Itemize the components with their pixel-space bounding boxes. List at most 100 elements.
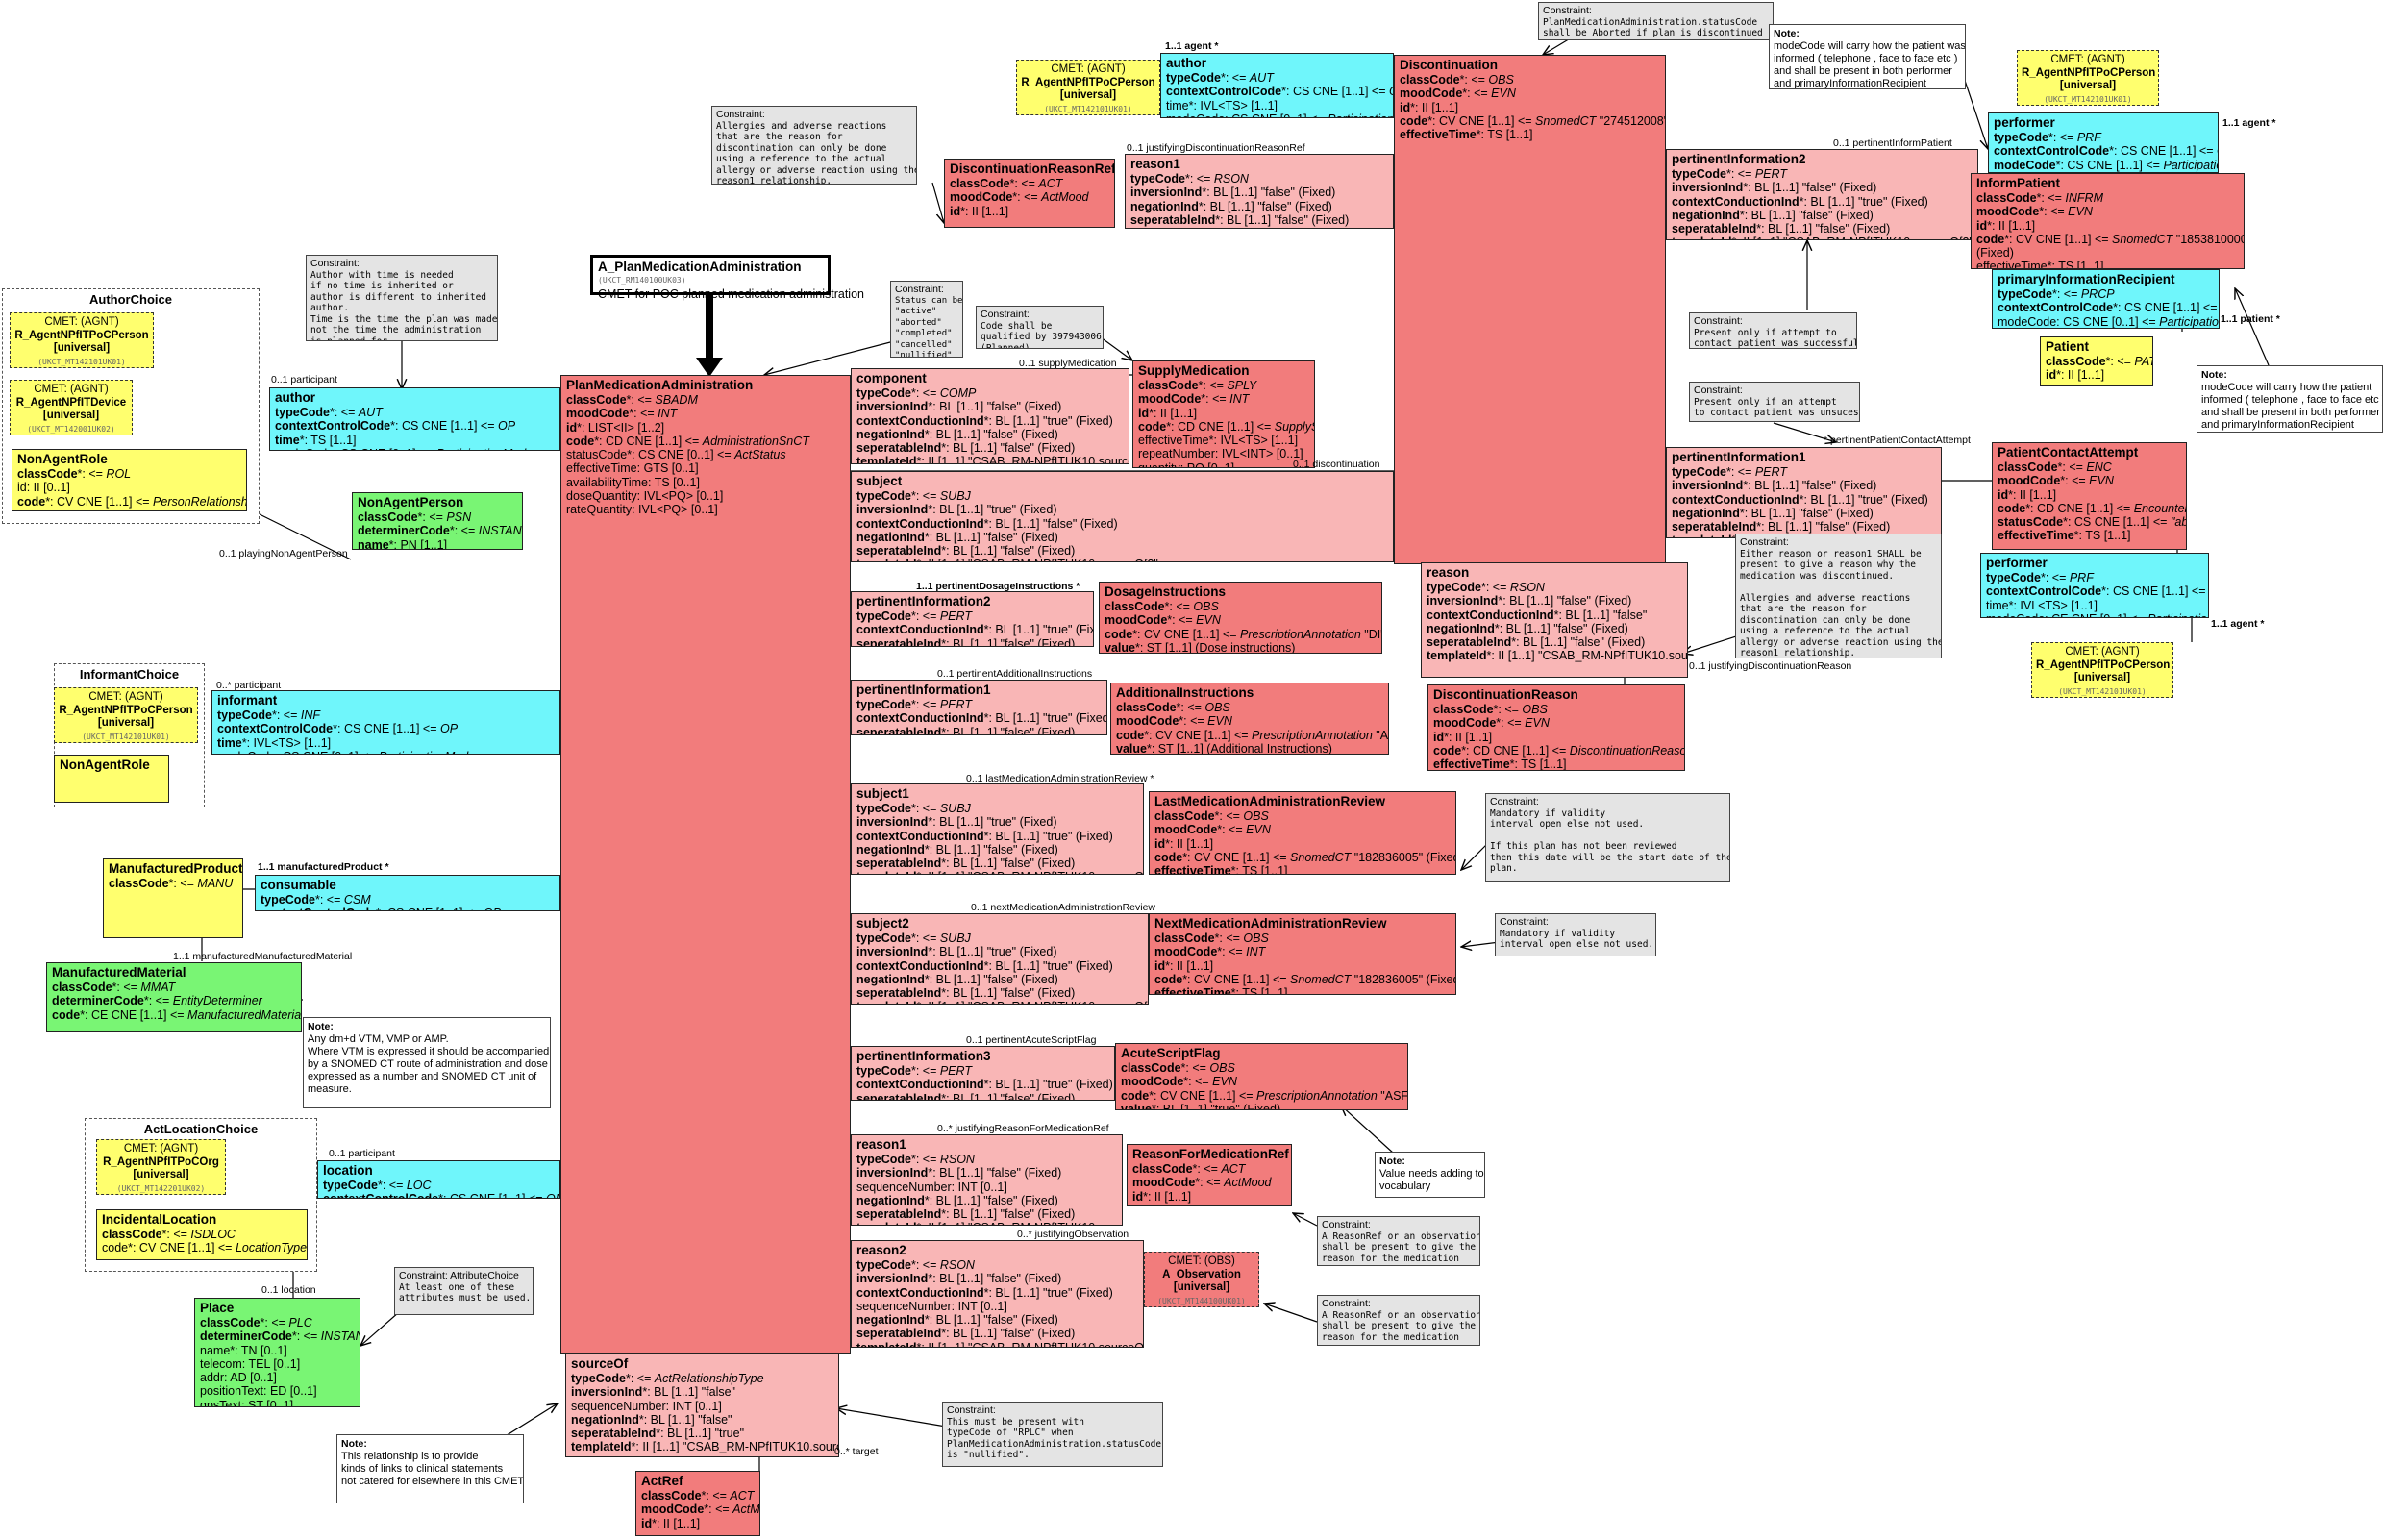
class-attribute: seperatableInd*: BL [1..1] "false" (Fixe…	[856, 1327, 1076, 1341]
class-attribute: negationInd*: BL [1..1] "false" (Fixed)	[856, 1313, 1058, 1328]
class-attribute: inversionInd*: BL [1..1] "false" (Fixed)	[856, 1272, 1062, 1286]
class-attribute: doseQuantity: IVL<PQ> [0..1]	[566, 489, 724, 504]
class-attribute: determinerCode*: <= INSTANCE	[358, 524, 522, 538]
class-attribute: typeCode*: <= SUBJ	[856, 931, 971, 945]
class-attribute: time*: IVL<TS> [1..1]	[1166, 98, 1278, 112]
cmet-line: (UKCT_MT142101UK01)	[2044, 94, 2132, 104]
class-attribute: negationInd*: BL [1..1] "false" (Fixed)	[856, 427, 1058, 441]
class-attribute: templateId*: II [1..1] "CSAB_RM-NPfITUK1…	[856, 870, 1143, 874]
cmet-line: R_AgentNPfITPoCPerson	[59, 704, 193, 716]
class-attribute: typeCode*: <= RSON	[856, 1258, 975, 1272]
class-attribute: time*: TS [1..1]	[275, 433, 357, 447]
class-attribute: templateId*: II [1..1] "CSAB_RM-NPfITUK1…	[571, 1440, 838, 1454]
class-title: pertinentInformation1	[1672, 450, 1806, 464]
class-attribute: templateId*: II [1..1] "CSAB_RM-NPfITUK1…	[856, 1221, 1122, 1225]
class-attribute: id*: II [1..1]	[1433, 730, 1493, 744]
note-n-modecode: Note:modeCode will carry how the patient…	[1769, 24, 1966, 89]
class-attribute: classCode*: <= OBS	[1116, 701, 1230, 714]
cmet-line: (UKCT_MT144100UK01)	[1157, 1296, 1246, 1305]
class-attribute: contextConductionInd*: BL [1..1] "true" …	[1672, 194, 1928, 209]
class-title: InformPatient	[1976, 176, 2061, 190]
note-header: Constraint:	[1543, 5, 1592, 16]
relationship-label: 0..* justifyingReasonForMedicationRef	[937, 1123, 1109, 1134]
class-attribute: code*: CV CNE [1..1] <= PrescriptionAnno…	[1121, 1088, 1408, 1103]
class-attribute: typeCode*: <= PERT	[856, 609, 972, 623]
class-attribute: id*: II [1..1]	[2046, 368, 2105, 383]
relationship-label: 0..1 pertinentAcuteScriptFlag	[966, 1034, 1097, 1046]
class-attribute: contextConductionInd*: BL [1..1] "false"…	[856, 516, 1118, 531]
class-attribute: typeCode*: <= CSM	[261, 893, 371, 907]
class-attribute: sequenceNumber: INT [0..1]	[856, 1180, 1007, 1194]
relationship-label: 0..1 participant	[271, 374, 337, 385]
class-attribute: inversionInd*: BL [1..1] "false" (Fixed)	[1130, 186, 1336, 200]
class-attribute: repeatNumber: IVL<INT> [0..1]	[1138, 447, 1303, 461]
class-attribute: negationInd*: BL [1..1] "false" (Fixed)	[1427, 621, 1628, 635]
cmet-c6: CMET: (AGNT)R_AgentNPfITPoCPerson[univer…	[2017, 50, 2159, 106]
class-attribute: effectiveTime: GTS [0..1]	[566, 461, 699, 476]
class-attribute: typeCode*: <= AUT	[1166, 71, 1274, 85]
cmet-line: R_AgentNPfITPoCPerson	[2022, 66, 2156, 79]
cmet-c4: CMET: (AGNT)R_AgentNPfITPoCOrg[universal…	[96, 1139, 226, 1195]
informant-choice-title: InformantChoice	[79, 667, 180, 682]
relationship-label: 1..1 patient *	[2221, 313, 2280, 325]
note-n-reasonref2: Constraint:A ReasonRef or an observation…	[1317, 1295, 1480, 1346]
class-attribute: id: II [0..1]	[17, 481, 70, 495]
class-attribute: typeCode*: <= INF	[217, 708, 320, 722]
class-attribute: time*: IVL<TS> [1..1]	[1986, 598, 2098, 612]
class-title: IncidentalLocation	[102, 1212, 217, 1227]
class-title: reason2	[856, 1243, 906, 1257]
cmet-line: [universal]	[97, 717, 155, 729]
cmet-line: CMET: (AGNT)	[34, 384, 109, 395]
note-header: Note:	[341, 1438, 367, 1450]
note-body: A ReasonRef or an observation shall be p…	[1322, 1230, 1480, 1264]
class-attribute: id*: II [1..1]	[1154, 836, 1214, 851]
class-attribute: templateId*: II [1..1] "CSAB_RM-NPfITUK1…	[856, 1340, 1144, 1348]
note-n-allergy: Constraint:Allergies and adverse reactio…	[711, 106, 917, 185]
cmet-line: R_AgentNPfITPoCPerson	[2036, 658, 2171, 671]
class-attribute: classCode*: <= OBS	[1121, 1061, 1235, 1075]
cmet-c1: CMET: (AGNT)R_AgentNPfITPoCPerson[univer…	[10, 312, 154, 368]
note-n-success: Constraint:Present only if attempt to co…	[1689, 312, 1857, 349]
class-attribute: contextConductionInd*: BL [1..1] "true" …	[856, 829, 1113, 843]
class-attribute: contextControlCode*: CS CNE [1..1] <= OP	[217, 722, 459, 736]
class-title: informant	[217, 693, 278, 708]
note-n-discstatus: Constraint:PlanMedicationAdministration.…	[1538, 2, 1774, 40]
class-attribute: classCode*: <= OBS	[1433, 703, 1548, 716]
class-title: ManufacturedProduct	[109, 861, 243, 876]
note-header: Constraint:	[310, 258, 360, 269]
class-attribute: effectiveTime*: IVL<TS> [1..1]	[1138, 434, 1299, 448]
class-title: DiscontinuationReason	[1433, 687, 1578, 702]
note-body: modeCode will carry how the patient was …	[1774, 40, 1966, 89]
cmet-line: CMET: (AGNT)	[2065, 646, 2140, 658]
relationship-label: 1..1 agent *	[2211, 618, 2265, 630]
cmet-line: [universal]	[53, 342, 111, 354]
class-attribute: name*: PN [1..1]	[358, 537, 448, 550]
class-attribute: moodCode*: <= INT	[566, 407, 678, 421]
class-title: consumable	[261, 878, 336, 892]
class-attribute: seperatableInd*: BL [1..1] "false" (Fixe…	[856, 1207, 1076, 1222]
class-attribute: id*: II [1..1]	[641, 1516, 701, 1530]
class-attribute: inversionInd*: BL [1..1] "false" (Fixed)	[1427, 594, 1632, 609]
class-title: component	[856, 371, 927, 385]
cmet-line: CMET: (AGNT)	[44, 316, 119, 328]
class-attribute: id*: II [1..1]	[1154, 958, 1214, 973]
class-attribute: negationInd*: BL [1..1] "false" (Fixed)	[1672, 208, 1874, 222]
relationship-label: 1..1 agent *	[2222, 117, 2276, 129]
class-attribute: contextConductionInd*: BL [1..1] "true" …	[856, 958, 1113, 973]
class-attribute: inversionInd*: BL [1..1] "false" (Fixed)	[856, 1166, 1062, 1180]
class-attribute: code*: CV CNE [1..1] <= PrescriptionAnno…	[1105, 627, 1381, 641]
relationship-label: 0..1 participant	[329, 1148, 395, 1159]
class-title: NonAgentRole	[60, 758, 150, 772]
